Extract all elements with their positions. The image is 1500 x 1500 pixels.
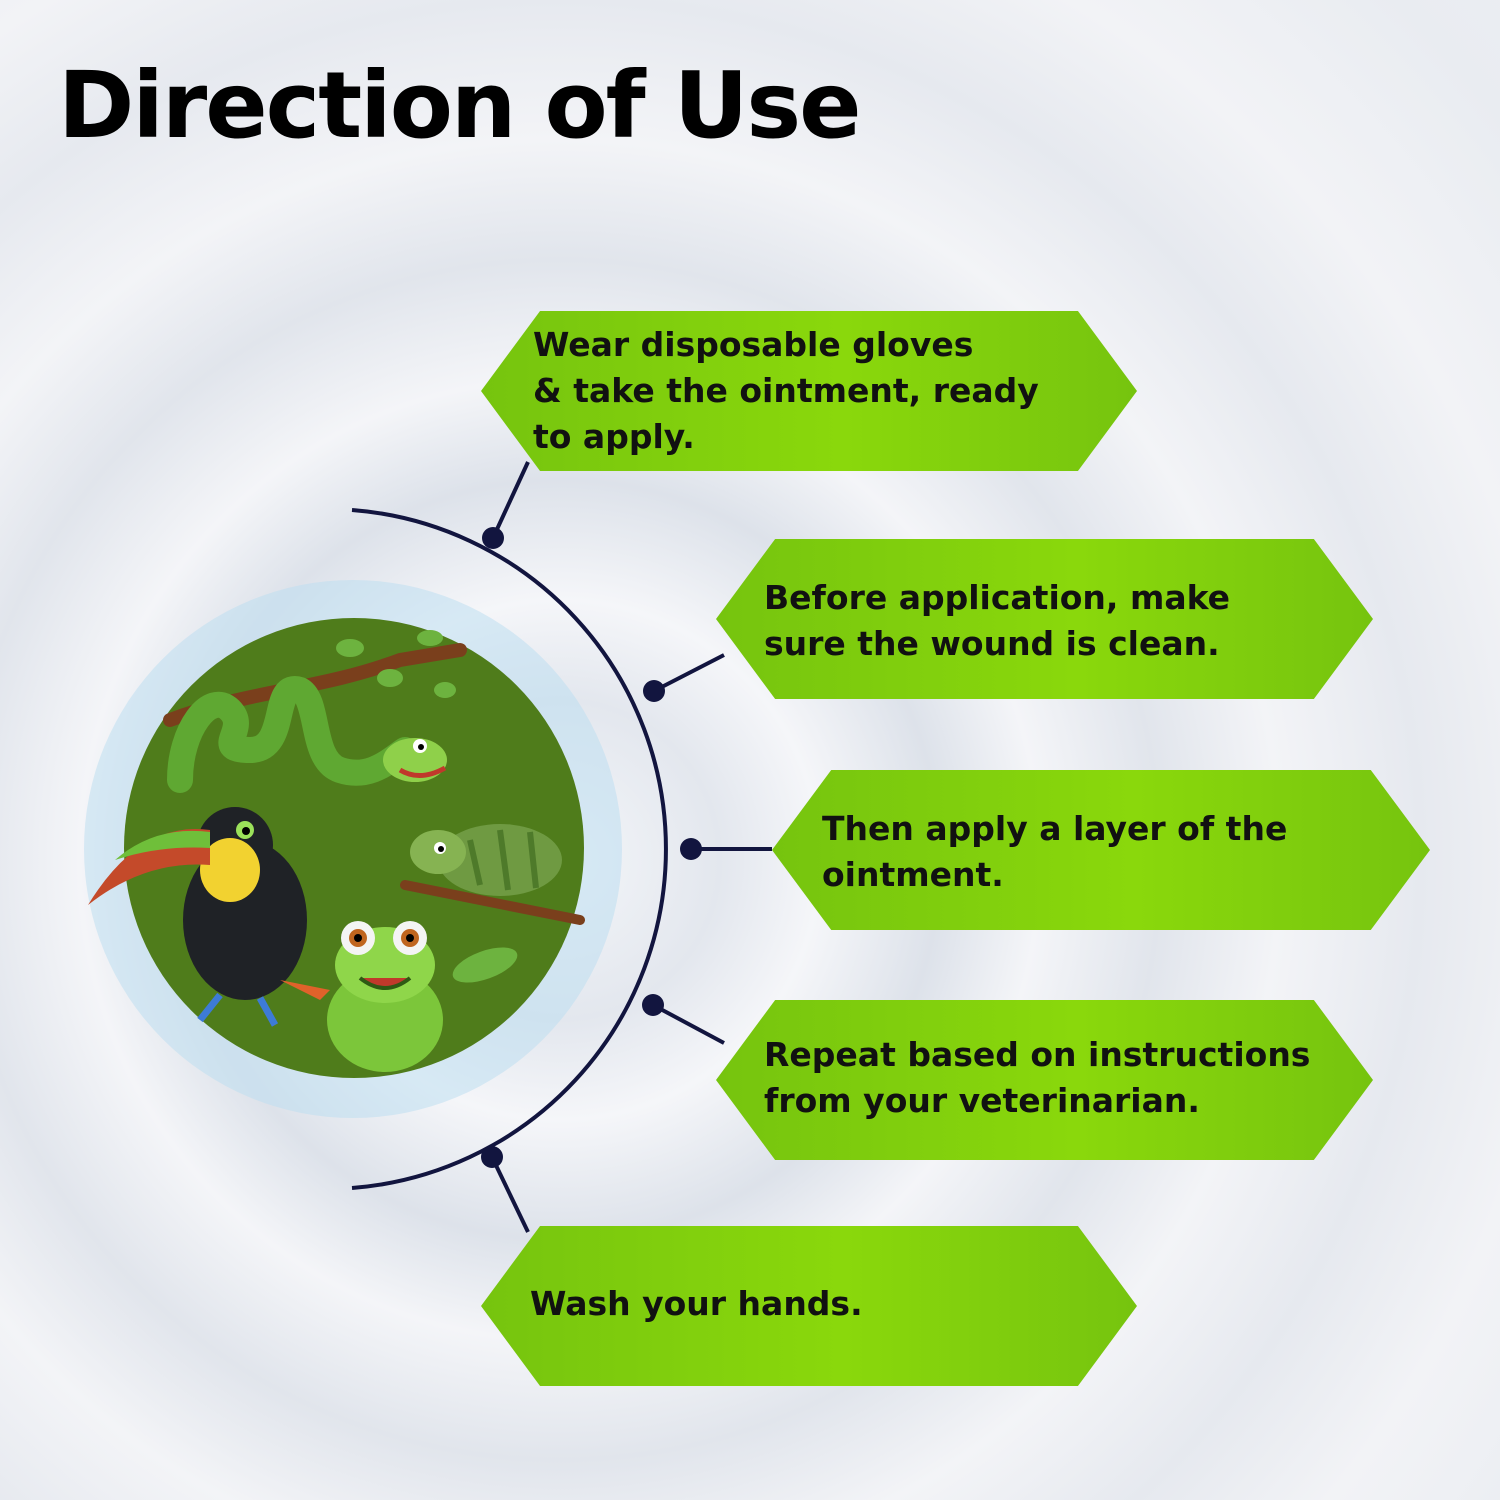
step-5-banner xyxy=(481,1226,1137,1386)
timeline-node-4 xyxy=(642,994,664,1016)
connector-line-1 xyxy=(491,461,530,539)
step-4-banner xyxy=(716,1000,1373,1160)
step-3-banner xyxy=(772,770,1430,930)
timeline-node-1 xyxy=(482,527,504,549)
step-2-banner xyxy=(716,539,1373,699)
step-2-text: Before application, make sure the wound … xyxy=(764,578,1231,663)
timeline-node-2 xyxy=(643,680,665,702)
chameleon-icon xyxy=(400,824,585,925)
timeline-node-5 xyxy=(481,1146,503,1168)
toucan-icon xyxy=(88,807,330,1027)
step-3-text: Then apply a layer of the ointment. xyxy=(822,809,1288,894)
step-1-text: Wear disposable gloves & take the ointme… xyxy=(533,325,1039,456)
animal-illustration xyxy=(88,630,585,1072)
timeline-node-3 xyxy=(680,838,702,860)
step-1-banner xyxy=(481,311,1137,471)
connector-line-5 xyxy=(490,1156,530,1233)
timeline-arc xyxy=(351,508,668,1190)
step-4-text: Repeat based on instructions from your v… xyxy=(764,1035,1311,1120)
connector-line-2 xyxy=(653,653,725,693)
page-title: Direction of Use xyxy=(58,52,862,159)
frog-icon xyxy=(327,921,518,1072)
step-5-text: Wash your hands. xyxy=(530,1284,863,1323)
snake-icon xyxy=(167,676,447,793)
connector-line-4 xyxy=(652,1003,725,1045)
